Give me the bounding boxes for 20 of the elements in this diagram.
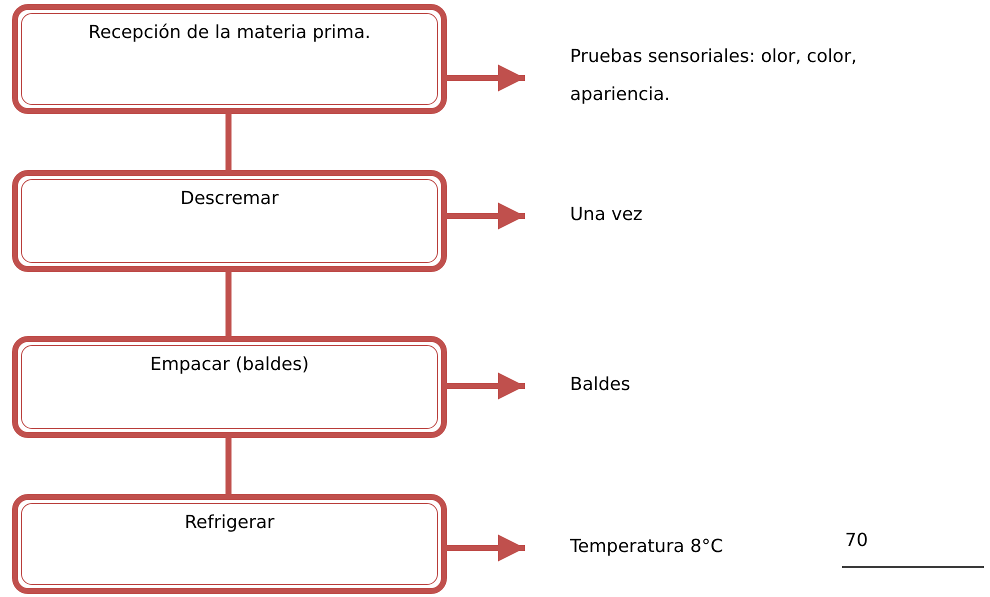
connector-line xyxy=(226,438,232,494)
process-box xyxy=(12,494,447,594)
note-text: Temperatura 8°C xyxy=(570,535,724,559)
note-text: Baldes xyxy=(570,373,632,397)
process-box xyxy=(12,4,447,114)
arrow xyxy=(447,64,525,92)
connector-line xyxy=(226,272,232,336)
step-label: Descremar xyxy=(179,188,280,209)
step-label: Refrigerar xyxy=(184,512,276,533)
arrow xyxy=(447,202,525,230)
note-text: Una vez xyxy=(570,203,644,227)
step-label: Recepción de la materia prima. xyxy=(87,22,372,43)
process-box xyxy=(12,170,447,272)
arrow xyxy=(447,372,525,400)
step-label: Empacar (baldes) xyxy=(149,354,310,375)
process-box xyxy=(12,336,447,438)
arrow xyxy=(447,534,525,562)
connector-line xyxy=(226,114,232,170)
page-number: 70 xyxy=(845,530,868,551)
note-text: Pruebas sensoriales: olor, color, apariencia. xyxy=(570,45,858,107)
